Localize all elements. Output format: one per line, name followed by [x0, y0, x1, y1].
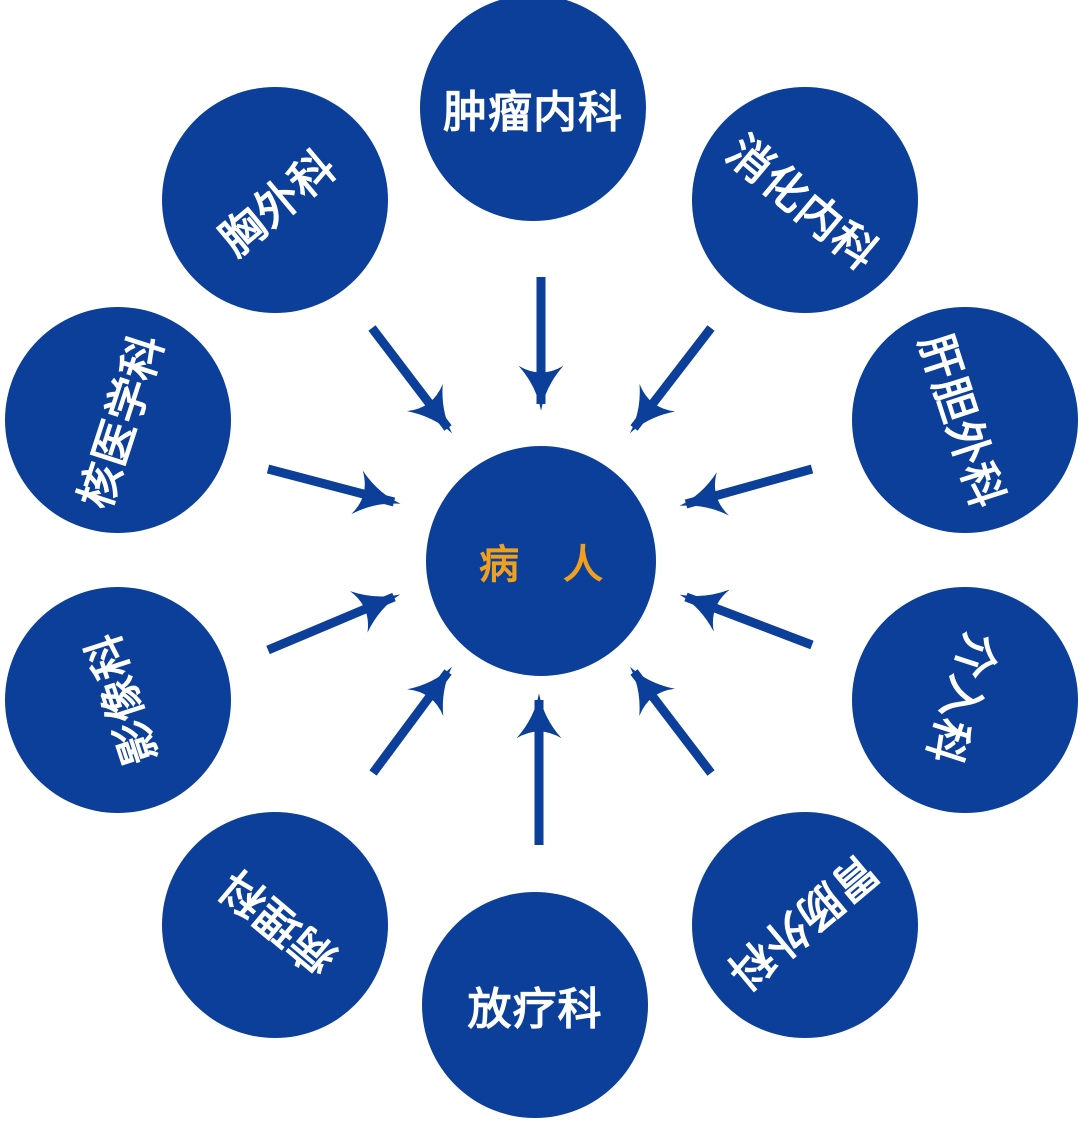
center-label-part1: 病	[479, 542, 519, 588]
node-label: 肿瘤内科	[443, 87, 623, 138]
node-label: 消化内科	[716, 126, 888, 281]
arrow-from-left-lower	[266, 591, 401, 655]
arrow-from-bottom-left	[369, 666, 453, 776]
node-nuclear-medicine: 核医学科	[5, 307, 231, 533]
node-imaging: 影像科	[5, 587, 231, 813]
arrow-from-left-upper	[266, 464, 401, 515]
node-gastrointestinal-surgery: 胃肠外科	[692, 812, 918, 1038]
node-hepatobiliary-surgery: 肝胆外科	[852, 307, 1078, 533]
arrow-from-bottom-right	[629, 666, 715, 776]
center-label: 病人	[479, 532, 603, 590]
node-label: 肝胆外科	[908, 327, 1013, 515]
node-pathology: 病理科	[162, 812, 388, 1038]
arrow-from-right-lower	[679, 589, 814, 650]
node-radiotherapy: 放疗科	[422, 892, 648, 1118]
node-gastroenterology: 消化内科	[692, 87, 918, 313]
node-oncology: 肿瘤内科	[420, 0, 646, 221]
center-label-part2: 人	[563, 542, 603, 588]
center-node-patient: 病人	[426, 446, 656, 676]
node-label: 放疗科	[467, 984, 603, 1035]
node-interventional: 介入科	[852, 587, 1078, 813]
arrow-from-right-upper	[679, 464, 814, 516]
node-label: 胃肠外科	[716, 844, 888, 999]
node-label: 影像科	[77, 626, 168, 771]
arrow-from-top-left	[368, 325, 453, 434]
node-label: 核医学科	[70, 327, 175, 515]
node-label: 病理科	[209, 858, 346, 985]
node-label: 介入科	[915, 626, 1006, 771]
node-label: 胸外科	[209, 140, 346, 267]
node-thoracic-surgery: 胸外科	[162, 87, 388, 313]
arrow-from-top-right	[629, 325, 715, 434]
